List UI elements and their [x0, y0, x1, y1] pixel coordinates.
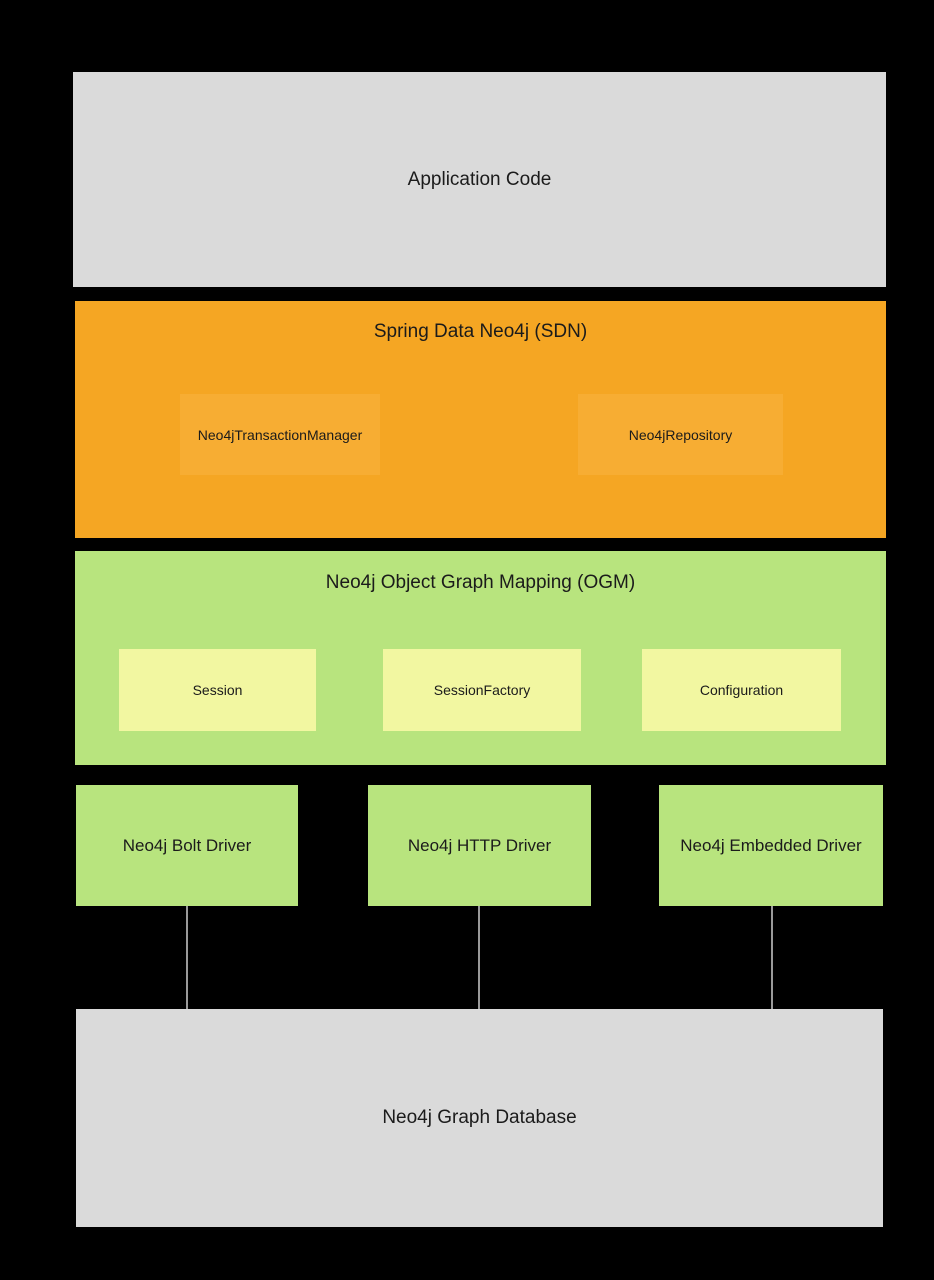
neo4j-transaction-manager-label: Neo4jTransactionManager — [197, 426, 363, 443]
driver-neo4j-embedded: Neo4j Embedded Driver — [659, 785, 883, 906]
connector-line-bolt-to-database — [186, 906, 188, 1010]
component-configuration: Configuration — [642, 649, 841, 731]
component-session: Session — [119, 649, 316, 731]
layer-spring-data-neo4j: Spring Data Neo4j (SDN) Neo4jTransaction… — [75, 301, 886, 538]
sdn-layer-title: Spring Data Neo4j (SDN) — [373, 321, 588, 342]
ogm-layer-title: Neo4j Object Graph Mapping (OGM) — [325, 572, 636, 593]
graph-database-label: Neo4j Graph Database — [382, 1107, 577, 1128]
connector-line-http-to-database — [478, 906, 480, 1010]
connector-line-embedded-to-database — [771, 906, 773, 1010]
session-factory-label: SessionFactory — [433, 682, 531, 698]
driver-neo4j-bolt: Neo4j Bolt Driver — [76, 785, 298, 906]
application-code-label: Application Code — [407, 168, 552, 190]
driver-neo4j-http-label: Neo4j HTTP Driver — [407, 835, 552, 855]
component-neo4j-transaction-manager: Neo4jTransactionManager — [180, 394, 380, 475]
layer-application-code: Application Code — [73, 72, 886, 287]
neo4j-repository-label: Neo4jRepository — [628, 426, 733, 443]
layer-neo4j-graph-database: Neo4j Graph Database — [76, 1009, 883, 1227]
configuration-label: Configuration — [699, 682, 784, 698]
component-neo4j-repository: Neo4jRepository — [578, 394, 783, 475]
driver-neo4j-embedded-label: Neo4j Embedded Driver — [680, 835, 862, 855]
driver-neo4j-bolt-label: Neo4j Bolt Driver — [122, 835, 252, 855]
component-session-factory: SessionFactory — [383, 649, 581, 731]
session-label: Session — [192, 682, 243, 698]
driver-neo4j-http: Neo4j HTTP Driver — [368, 785, 591, 906]
layer-neo4j-object-graph-mapping: Neo4j Object Graph Mapping (OGM) Session… — [75, 551, 886, 765]
